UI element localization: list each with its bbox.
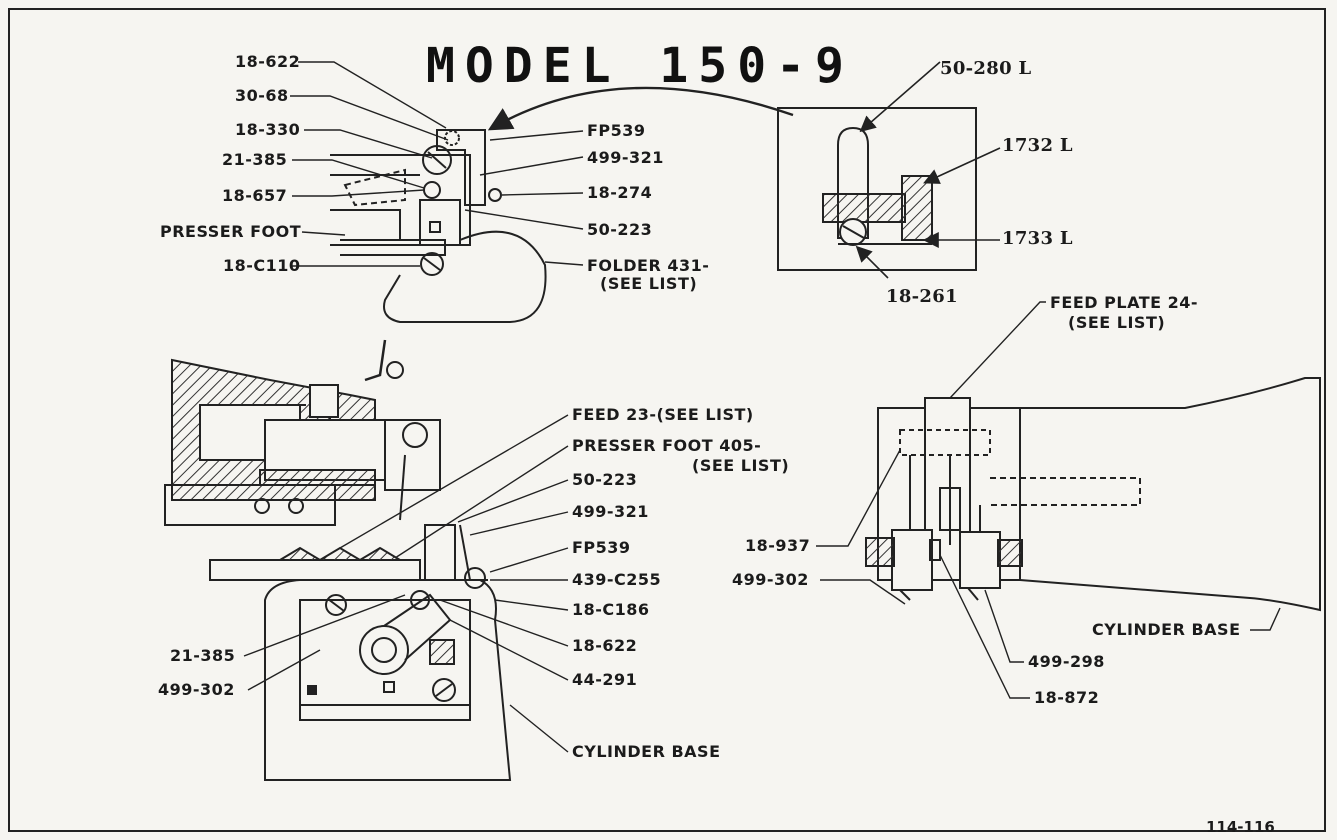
- bottom-left-leaders: [243, 414, 569, 753]
- bottom-left-view-drawing: [164, 339, 512, 781]
- label-folder-431: FOLDER 431-: [587, 256, 710, 275]
- top-left-leaders: [290, 61, 584, 267]
- label-439-c255: 439-C255: [572, 570, 662, 589]
- right-view-drawing: [865, 377, 1321, 612]
- detail-view-drawing: [777, 107, 977, 271]
- label-18-330: 18-330: [235, 120, 301, 139]
- label-18-937: 18-937: [745, 536, 811, 555]
- label-18-c110: 18-C110: [223, 256, 301, 275]
- label-presser-foot-405: PRESSER FOOT 405-: [572, 436, 762, 455]
- label-18-657: 18-657: [222, 186, 288, 205]
- label-499-302-bottom: 499-302: [158, 680, 235, 699]
- label-fp539-bottom: FP539: [572, 538, 631, 557]
- right-view-leaders: [816, 301, 1281, 699]
- label-499-298: 499-298: [1028, 652, 1105, 671]
- label-21-385-bottom: 21-385: [170, 646, 236, 665]
- label-cylinder-base-right: CYLINDER BASE: [1092, 620, 1241, 639]
- label-1732-l: 1732 L: [1002, 135, 1073, 156]
- top-left-view-drawing: [330, 129, 547, 323]
- label-cylinder-base-bottom: CYLINDER BASE: [572, 742, 721, 761]
- label-50-223-bottom: 50-223: [572, 470, 638, 489]
- label-18-274: 18-274: [587, 183, 653, 202]
- label-1733-l: 1733 L: [1002, 228, 1073, 249]
- label-30-68: 30-68: [235, 86, 289, 105]
- label-50-280-l: 50-280 L: [940, 58, 1032, 79]
- detail-leaders: [855, 61, 1001, 279]
- model-title: MODEL 150-9: [426, 38, 854, 94]
- sheet-border: [8, 8, 1326, 832]
- label-21-385-top: 21-385: [222, 150, 288, 169]
- label-499-321-bottom: 499-321: [572, 502, 649, 521]
- label-presser-foot-top: PRESSER FOOT: [160, 222, 302, 241]
- label-499-302-right: 499-302: [732, 570, 809, 589]
- label-18-261: 18-261: [886, 286, 958, 307]
- label-fp539-top: FP539: [587, 121, 646, 140]
- label-499-321-top: 499-321: [587, 148, 664, 167]
- label-presser-foot-see-list: (SEE LIST): [692, 456, 790, 475]
- label-feed-plate-see-list: (SEE LIST): [1068, 313, 1166, 332]
- reference-number: 114-116: [1206, 818, 1275, 836]
- label-18-c186: 18-C186: [572, 600, 650, 619]
- label-44-291: 44-291: [572, 670, 638, 689]
- label-50-223-top: 50-223: [587, 220, 653, 239]
- callout-arrow: [487, 86, 794, 131]
- label-feed-23: FEED 23-(SEE LIST): [572, 405, 754, 424]
- label-feed-plate-24: FEED PLATE 24-: [1050, 293, 1199, 312]
- label-folder-see-list: (SEE LIST): [600, 274, 698, 293]
- label-18-872: 18-872: [1034, 688, 1100, 707]
- label-18-622-bottom: 18-622: [572, 636, 638, 655]
- label-18-622-top: 18-622: [235, 52, 301, 71]
